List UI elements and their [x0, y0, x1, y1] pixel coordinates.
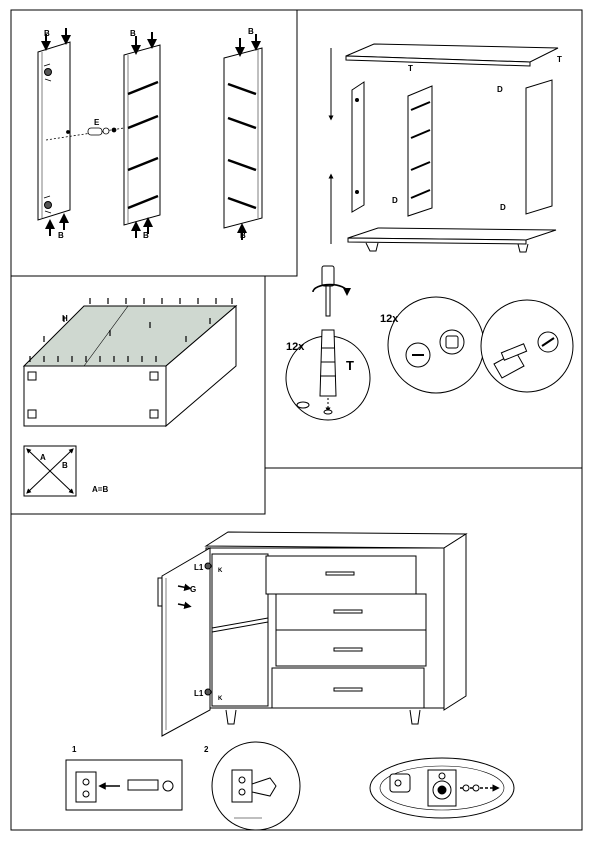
cam-fitting-detail: [45, 127, 125, 141]
label-k-top: K: [218, 568, 223, 574]
label-d-right-bottom: D: [500, 203, 506, 212]
side-panel-right: [223, 47, 263, 229]
frame: [10, 9, 583, 831]
label-b-top-1: B: [44, 29, 50, 38]
panel-side-panels: B B E B B: [37, 27, 263, 240]
step-1: 1: [72, 745, 77, 754]
label-a: A: [40, 453, 46, 462]
panel-cam-bolt: 12x T: [285, 265, 371, 421]
label-b-top-2: B: [130, 29, 136, 38]
label-b-bottom-2: B: [143, 231, 149, 240]
label-b-bottom-1: B: [58, 231, 64, 240]
label-k-bottom: K: [218, 696, 223, 702]
label-b: B: [62, 461, 68, 470]
panel-hinge-details: 1 2: [65, 741, 515, 831]
side-panel-middle: [123, 44, 161, 226]
label-d-mid: D: [392, 196, 398, 205]
label-b-bottom-3: B: [240, 231, 246, 240]
equation-a-equals-b: A=B: [92, 485, 108, 494]
step-2: 2: [204, 745, 209, 754]
count-12x-bolts: 12x: [286, 341, 305, 353]
label-g: G: [190, 585, 196, 594]
side-panel-left: [37, 41, 71, 221]
nails: [29, 298, 233, 362]
panel-cam-lock: 12x: [380, 296, 574, 394]
panel-carcass-assembly: T T D D D: [328, 43, 562, 253]
label-t-bolt: T: [346, 358, 354, 373]
panel-finished-chest: L1 L1 G K K: [157, 531, 468, 737]
panel-back-nailing: H A B A=B: [22, 298, 238, 497]
count-12x-cams: 12x: [380, 313, 399, 325]
label-h: H: [62, 314, 68, 323]
label-l1-bottom: L1: [194, 689, 204, 698]
label-b-top-3: B: [248, 27, 254, 36]
label-d-right-top: D: [497, 85, 503, 94]
label-t-top: T: [557, 55, 562, 64]
label-e: E: [94, 118, 100, 127]
label-t-mid: T: [408, 64, 413, 73]
label-l1-top: L1: [194, 563, 204, 572]
